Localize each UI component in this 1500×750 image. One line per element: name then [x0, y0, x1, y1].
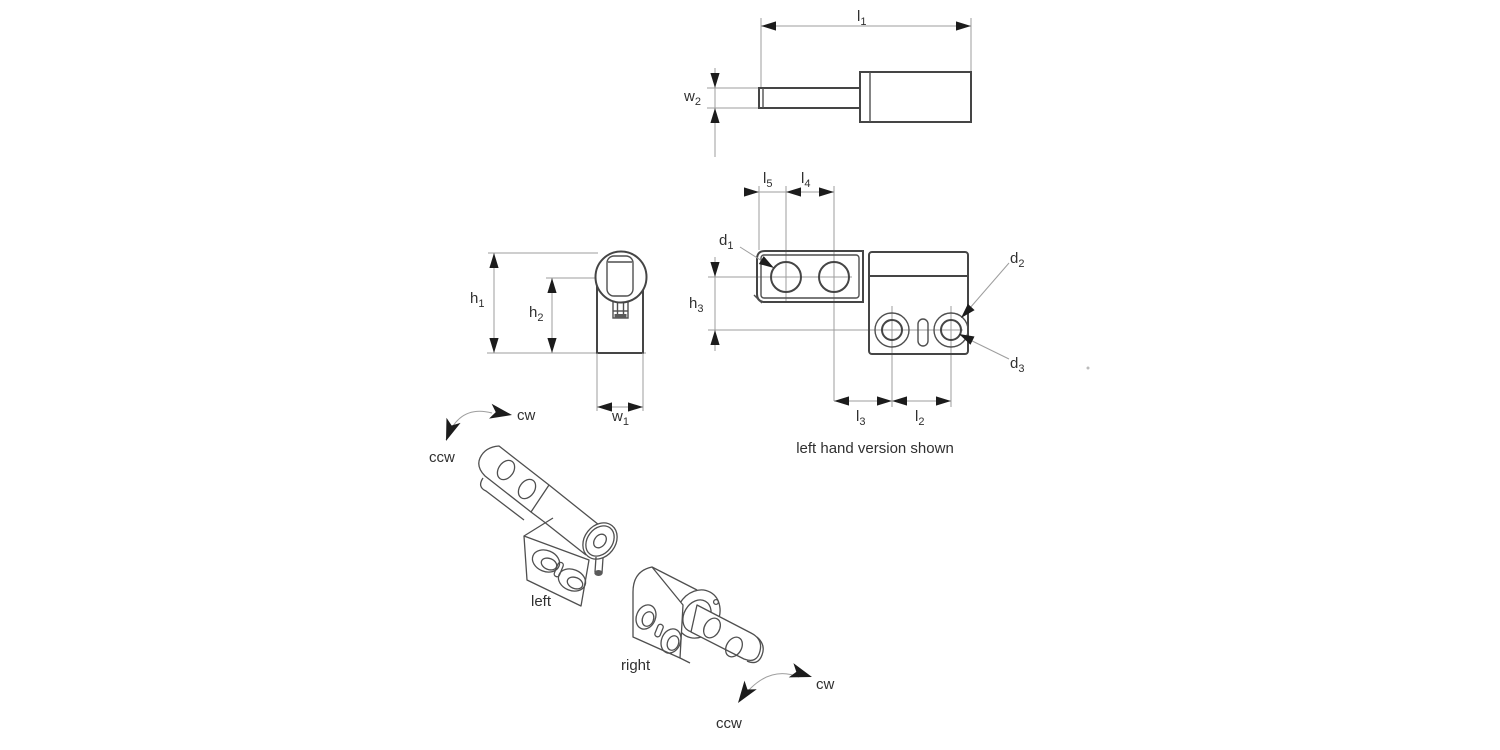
label-w2: w2: [683, 88, 701, 108]
label-h3: h3: [689, 295, 703, 315]
front-view: l5 l4 h3: [689, 170, 1024, 457]
left-hinge-block-slot: [553, 561, 564, 578]
label-l4: l4: [801, 170, 810, 190]
ccw-arrow-icon: [438, 417, 461, 444]
cw-label: cw: [816, 676, 835, 693]
side-knob-slot: [606, 255, 634, 297]
side-knob-circle: [594, 250, 648, 304]
cw-arrow-icon: [788, 663, 815, 685]
right-hinge-leaf-hole-1: [702, 617, 722, 639]
dimension-w2: w2: [683, 68, 758, 157]
side-stem: [612, 300, 629, 319]
right-hinge-block-hole-1: [635, 604, 657, 630]
label-l5: l5: [763, 170, 772, 190]
dimension-l1: l1: [760, 8, 972, 87]
right-hinge-block-slot: [654, 623, 664, 638]
rotation-indicator-right: cw ccw: [716, 663, 835, 732]
shaft-profile: [758, 87, 861, 109]
version-note: left hand version shown: [796, 440, 954, 457]
label-l3: l3: [856, 408, 865, 428]
mount-hole-2-counterbore: [933, 312, 969, 348]
left-hinge-isometric: left: [478, 445, 618, 610]
ccw-label: ccw: [716, 715, 742, 732]
mount-slot: [917, 318, 929, 347]
right-hinge-block: [632, 566, 684, 659]
stray-dot: [1086, 366, 1090, 370]
leader-d3: d3: [956, 329, 1024, 375]
ccw-label: ccw: [429, 449, 455, 466]
mount-hole-2: [940, 319, 962, 341]
dimension-h1: h1: [470, 253, 499, 353]
left-hinge-block-hole-1: [531, 549, 561, 573]
dimension-h3: h3: [689, 257, 720, 351]
leaf-hole-2: [818, 261, 850, 293]
rotation-indicator-left: cw ccw: [429, 403, 536, 466]
label-h1: h1: [470, 290, 484, 310]
pivot-leaf: [753, 250, 864, 304]
left-hinge-leaf-hole-1: [496, 459, 516, 481]
left-hinge-shaft-end: [582, 522, 618, 576]
side-view: h1 h2 w1: [470, 250, 648, 428]
right-view-label: right: [621, 657, 651, 674]
label-d2: d2: [1010, 250, 1024, 270]
top-view: l1 w2: [683, 8, 972, 157]
right-hinge-block-hole-2: [660, 628, 682, 654]
label-w1: w1: [611, 408, 629, 428]
dimension-l5-l4: l5 l4: [744, 170, 835, 401]
dimension-h2: h2: [529, 278, 557, 353]
ccw-arrow-icon: [731, 680, 757, 708]
barrel-profile: [859, 71, 972, 123]
label-l2: l2: [915, 408, 924, 428]
right-hinge-leaf: [690, 604, 762, 662]
leader-d2: d2: [957, 250, 1024, 322]
leader-d1: d1: [719, 232, 777, 272]
mount-body: [868, 251, 969, 355]
leaf-hole-1: [770, 261, 802, 293]
label-l1: l1: [857, 8, 866, 28]
dimension-w1: w1: [596, 353, 644, 428]
right-hinge-isometric: right: [621, 566, 764, 674]
right-hinge-pin-end: [712, 598, 720, 606]
right-hinge-leaf-hole-2: [724, 636, 744, 658]
cw-label: cw: [517, 407, 536, 424]
mount-hole-1-counterbore: [874, 312, 910, 348]
dimension-l3-l2: l3 l2: [834, 396, 951, 428]
label-h2: h2: [529, 304, 543, 324]
left-view-label: left: [531, 593, 552, 610]
label-d1: d1: [719, 232, 733, 252]
left-hinge-leaf: [478, 445, 550, 513]
left-hinge-leaf-hole-2: [517, 478, 537, 500]
mount-hole-1: [881, 319, 903, 341]
label-d3: d3: [1010, 355, 1024, 375]
cw-arrow-icon: [489, 403, 514, 423]
